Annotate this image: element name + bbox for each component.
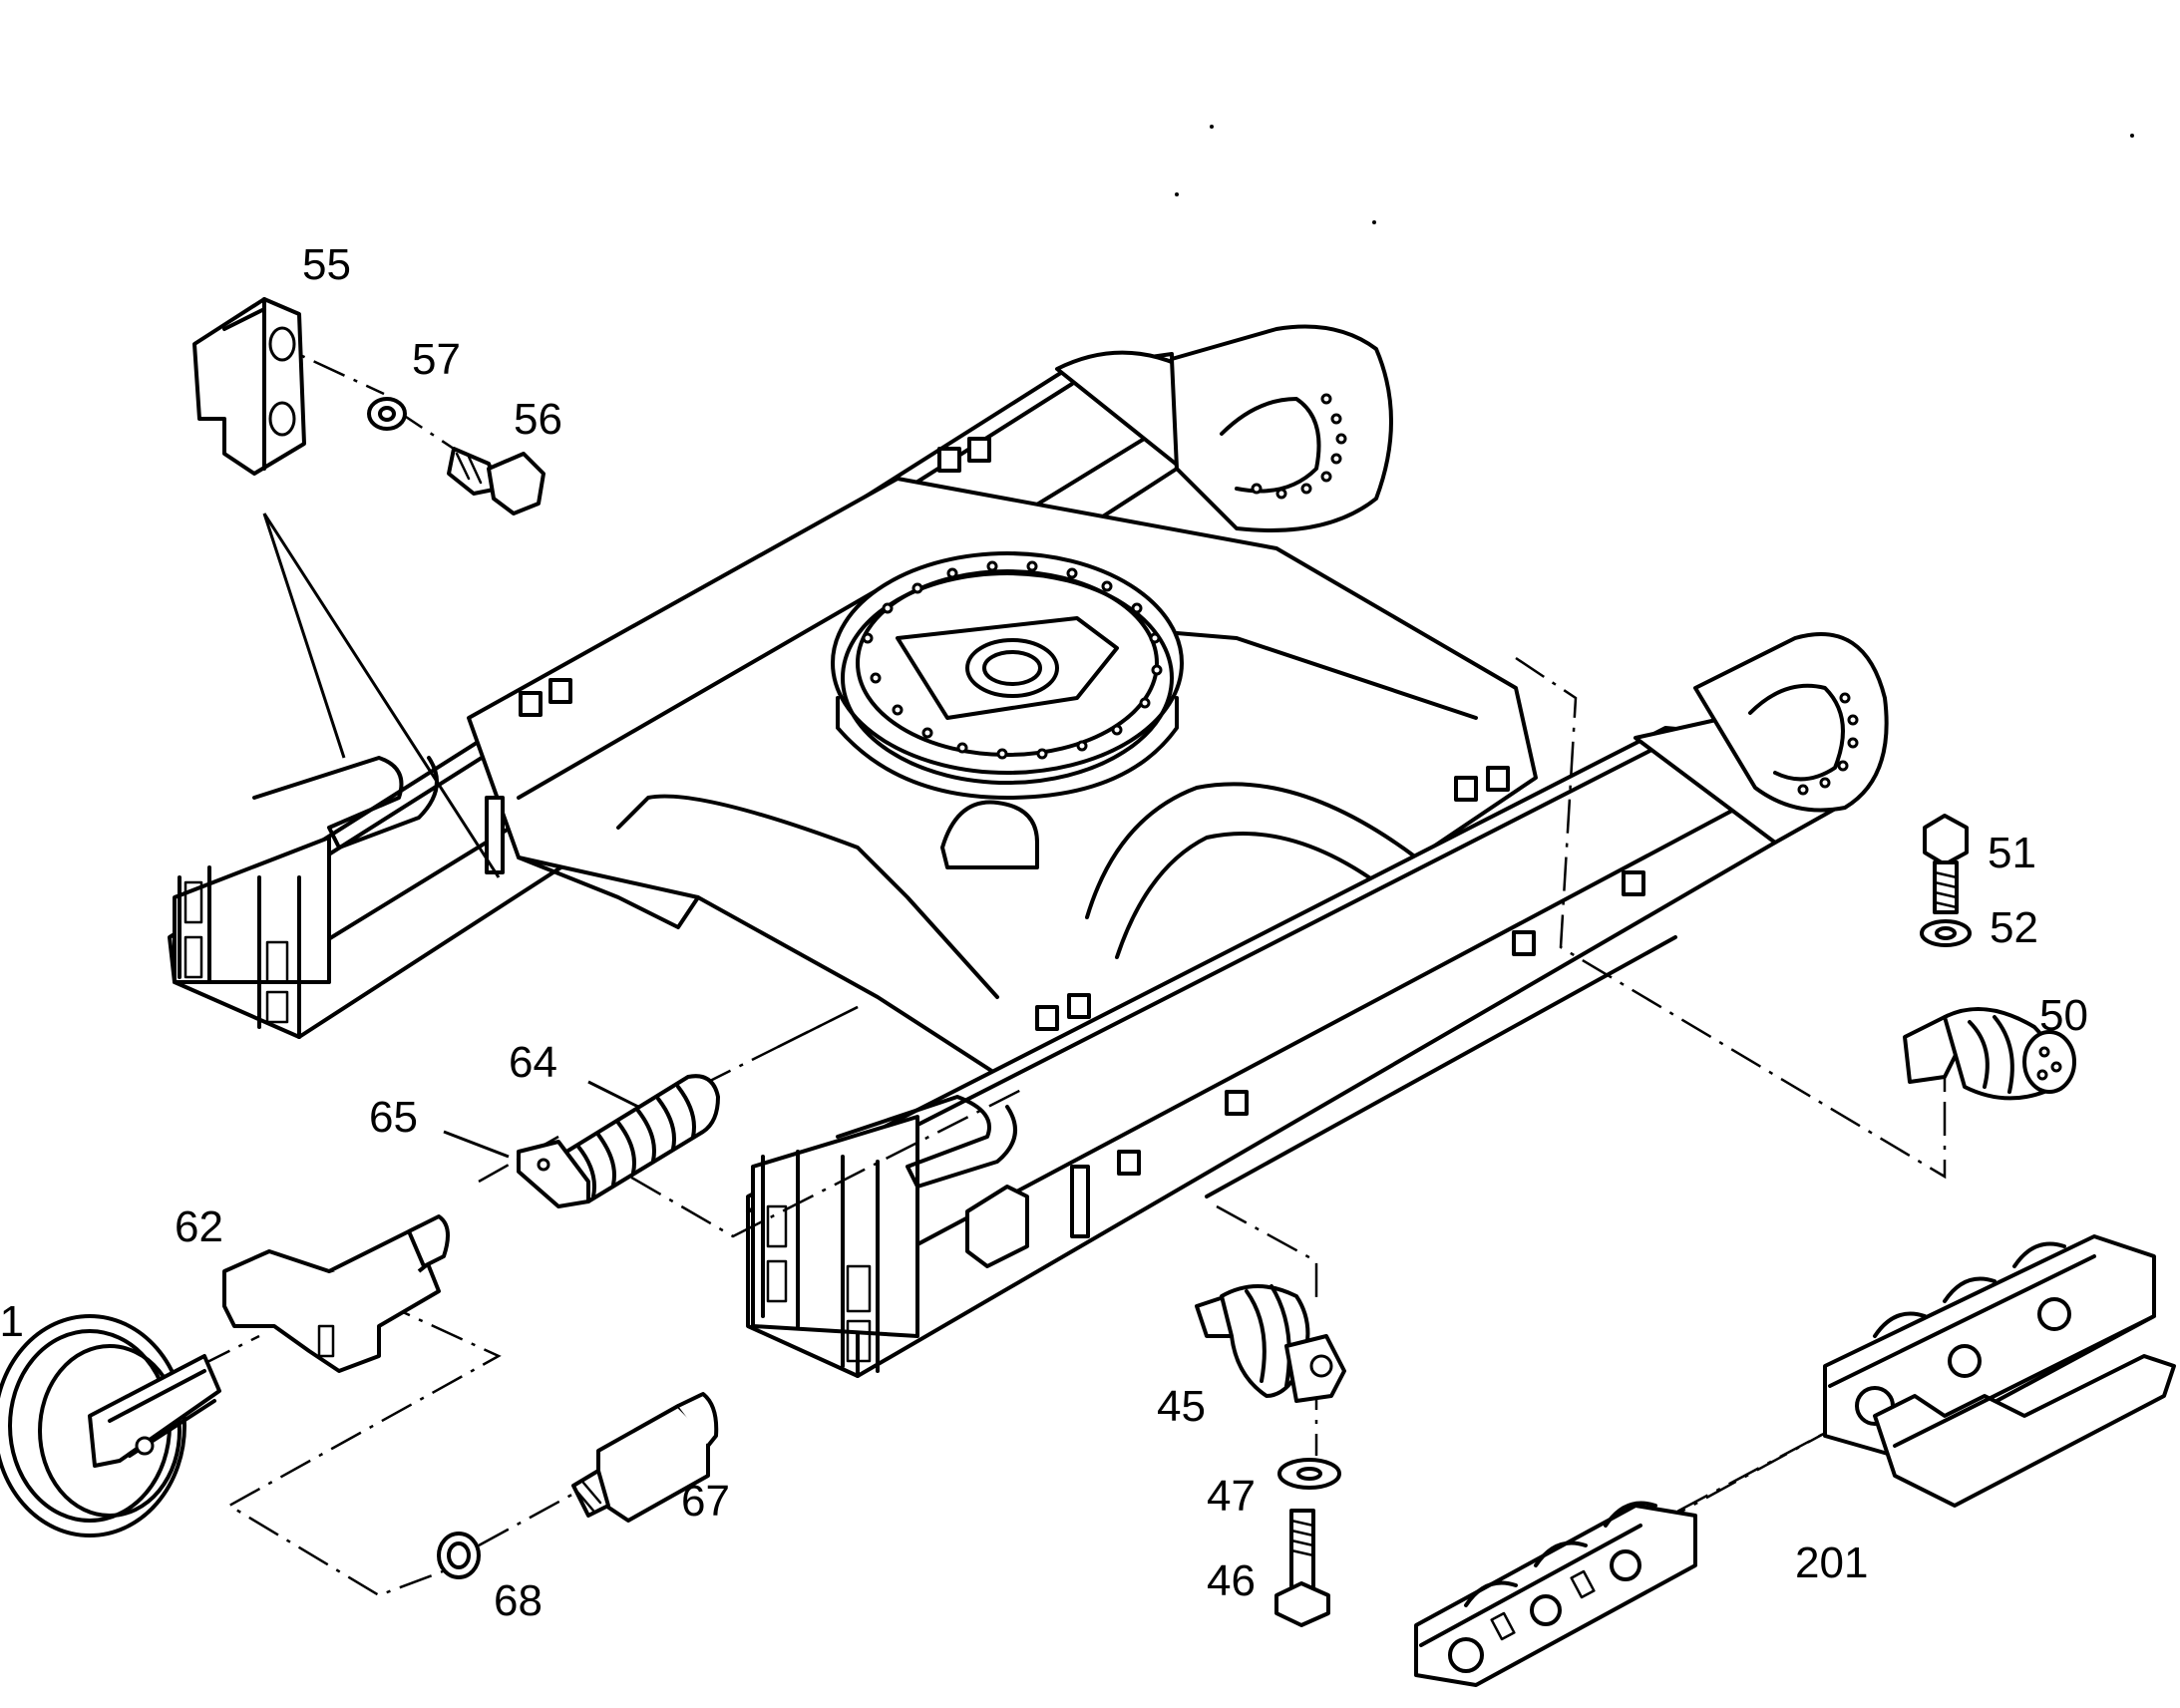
part-47-washer — [1277, 1458, 1341, 1490]
part-64-recoil-spring — [556, 1074, 720, 1203]
label-55: 55 — [302, 240, 351, 289]
label-64: 64 — [509, 1038, 557, 1087]
part-68-seal-ring — [437, 1532, 481, 1579]
scan-dot — [2130, 134, 2134, 138]
part-62-idler-yoke — [222, 1214, 450, 1373]
undercarriage-frame — [168, 324, 1889, 1378]
scan-dot — [1175, 192, 1179, 196]
label-52: 52 — [1990, 903, 2038, 952]
label-50: 50 — [2039, 991, 2088, 1040]
part-number-labels: 55 57 56 51 52 50 64 65 62 61 45 47 46 6… — [0, 240, 2088, 1625]
label-45: 45 — [1157, 1382, 1206, 1431]
label-68: 68 — [494, 1576, 543, 1625]
part-52-washer — [1920, 919, 1972, 947]
label-57: 57 — [412, 335, 461, 384]
label-47: 47 — [1207, 1472, 1256, 1521]
scan-dot — [1372, 220, 1376, 224]
part-55-guard-bracket — [192, 297, 306, 476]
scan-dot — [1210, 125, 1214, 129]
swing-ring-bolt-holes — [862, 560, 1163, 760]
label-51: 51 — [1988, 829, 2036, 877]
label-56: 56 — [514, 395, 562, 444]
label-61: 61 — [0, 1297, 24, 1346]
part-51-bolt — [1923, 814, 1969, 914]
part-201-track-chain — [1414, 1234, 2176, 1687]
pointer-64 — [587, 1080, 639, 1109]
part-56-bolt — [447, 447, 545, 515]
part-50-carrier-roller — [1903, 1007, 2076, 1101]
part-46-bolt — [1274, 1509, 1330, 1627]
part-57-washer — [367, 397, 407, 431]
pointer-65 — [443, 1130, 510, 1159]
part-67-grease-cylinder — [571, 1392, 719, 1523]
part-61-front-idler — [0, 1314, 221, 1537]
label-46: 46 — [1207, 1556, 1256, 1605]
label-62: 62 — [175, 1202, 223, 1251]
part-65-spring-flange — [517, 1140, 590, 1208]
label-67: 67 — [681, 1477, 730, 1526]
label-201: 201 — [1795, 1538, 1868, 1587]
part-45-track-roller — [1195, 1284, 1346, 1403]
label-65: 65 — [369, 1093, 418, 1142]
